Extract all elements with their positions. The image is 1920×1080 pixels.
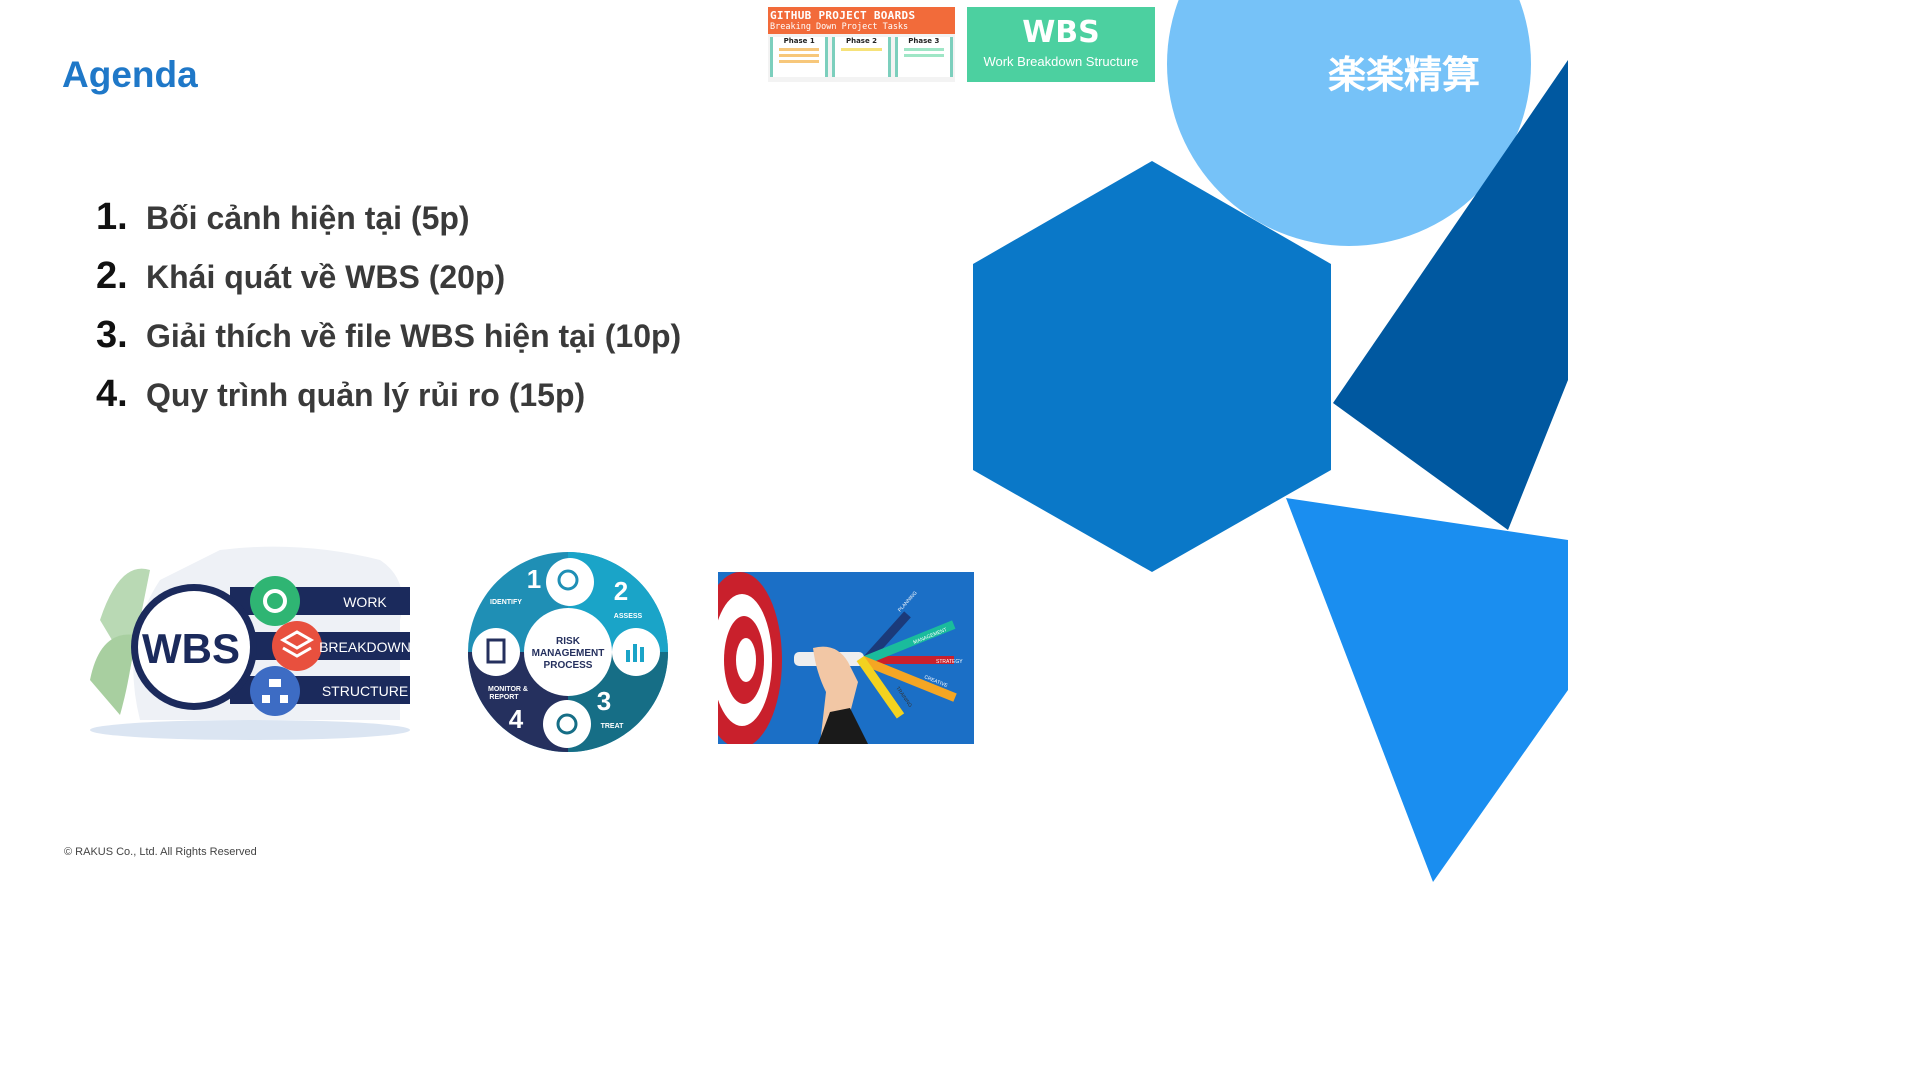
page-title: Agenda	[62, 54, 198, 95]
risk-center-line: RISK	[556, 636, 581, 647]
layers-icon	[272, 621, 322, 671]
agenda-item: 2.Khái quát về WBS (20p)	[96, 255, 506, 297]
risk-center-line: PROCESS	[544, 660, 593, 671]
step-label: ASSESS	[614, 613, 643, 620]
step-number: 2	[614, 576, 628, 606]
decorative-shapes	[973, 0, 1568, 882]
wbs-label-work: WORK	[343, 594, 387, 610]
step-label: IDENTIFY	[490, 599, 522, 606]
phase-column: Phase 2	[832, 37, 891, 77]
wbs-illustration: WBS WORK BREAKDOWN STRUCTURE	[90, 546, 411, 740]
risk-management-diagram: RISK MANAGEMENT PROCESS 1 IDENTIFY 2 ASS…	[468, 552, 668, 752]
rakuraku-seisan-logo: 楽楽精算	[1328, 53, 1481, 97]
dart-label: STRATEGY	[936, 659, 963, 665]
magnifier-icon	[546, 558, 594, 606]
agenda-item: 4.Quy trình quản lý rủi ro (15p)	[96, 373, 586, 415]
wbs-card-heading: WBS	[1022, 15, 1100, 50]
step-label: REPORT	[489, 694, 519, 701]
step-number: 3	[597, 686, 611, 716]
target-dart-image: PLANNING MANAGEMENT STRATEGY CREATIVE TR…	[718, 572, 974, 744]
blue-hexagon	[973, 161, 1331, 572]
hierarchy-icon	[250, 666, 300, 716]
step-number: 4	[509, 704, 524, 734]
wbs-card-subtitle: Work Breakdown Structure	[983, 54, 1139, 69]
agenda-item: 3.Giải thích về file WBS hiện tại (10p)	[96, 314, 682, 356]
gear-icon	[250, 576, 300, 626]
light-blue-circle	[1167, 0, 1531, 246]
agenda-list: 1.Bối cảnh hiện tại (5p) 2.Khái quát về …	[96, 196, 681, 432]
dark-blue-parallelogram	[1333, 60, 1568, 530]
github-project-boards-image: GITHUB PROJECT BOARDS Breaking Down Proj…	[768, 7, 955, 82]
risk-center-line: MANAGEMENT	[532, 648, 605, 659]
cycle-icon	[543, 700, 591, 748]
step-number: 1	[527, 564, 541, 594]
agenda-item: 1.Bối cảnh hiện tại (5p)	[96, 196, 470, 238]
phase-column: Phase 3	[894, 37, 953, 77]
clipboard-icon	[472, 628, 520, 676]
blue-triangle	[1286, 498, 1568, 882]
wbs-label-structure: STRUCTURE	[322, 683, 408, 699]
wbs-title-card: WBS Work Breakdown Structure	[967, 7, 1155, 82]
step-label: MONITOR &	[488, 686, 528, 693]
step-label: TREAT	[601, 723, 625, 730]
copyright-footer: © RAKUS Co., Ltd. All Rights Reserved	[64, 846, 257, 858]
github-board-subtitle: Breaking Down Project Tasks	[770, 22, 909, 32]
github-board-title: GITHUB PROJECT BOARDS	[770, 9, 916, 22]
phase-column: Phase 1	[770, 37, 829, 77]
wbs-center-label: WBS	[142, 625, 240, 672]
wbs-label-breakdown: BREAKDOWN	[319, 639, 411, 655]
